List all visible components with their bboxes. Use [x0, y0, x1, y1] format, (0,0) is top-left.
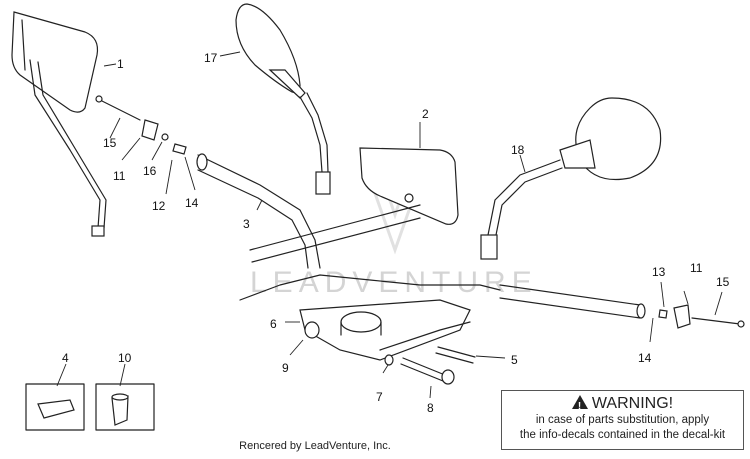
callout-14-left: 14: [185, 196, 199, 210]
part-10-kit: [95, 383, 155, 431]
callout-16: 16: [143, 164, 157, 178]
warning-line-2: the info-decals contained in the decal-k…: [519, 429, 726, 441]
warning-triangle-icon: !: [571, 395, 588, 412]
callout-12: 12: [152, 199, 166, 213]
warning-box: !WARNING! in case of parts substitution,…: [501, 390, 744, 450]
mirror-2: [359, 147, 459, 225]
callout-17: 17: [204, 51, 218, 65]
callout-10: 10: [118, 351, 132, 365]
callout-4: 4: [62, 351, 69, 365]
callout-8: 8: [427, 401, 434, 415]
warning-title-row: !WARNING!: [502, 394, 743, 413]
handlebar: [196, 153, 646, 319]
callout-9: 9: [282, 361, 289, 375]
handlebar-clamp: [299, 299, 471, 361]
warning-title: WARNING!: [591, 395, 674, 412]
hardware-right: [658, 304, 745, 329]
warning-line-1: in case of parts substitution, apply: [535, 414, 710, 426]
mirror-left: [11, 11, 107, 237]
credit-line: Rencered by LeadVenture, Inc.: [0, 440, 750, 452]
mirror-18: [480, 97, 662, 260]
callout-7: 7: [376, 390, 383, 404]
callout-2: 2: [422, 107, 429, 121]
part-4-kit: [25, 383, 85, 431]
callout-11-right: 11: [690, 261, 703, 275]
leader-lines: [56, 51, 723, 399]
callout-18: 18: [511, 143, 525, 157]
hardware-left: [95, 95, 187, 155]
callout-labels: 1 2 3 4 5 6 7 8 9 10 11 11 12 13 14 14 1…: [62, 51, 730, 415]
callout-13: 13: [652, 265, 666, 279]
credit-text: Rencered by LeadVenture, Inc.: [239, 440, 391, 452]
callout-5: 5: [511, 353, 518, 367]
callout-11-left: 11: [113, 169, 126, 183]
callout-15-right: 15: [716, 275, 730, 289]
callout-3: 3: [243, 217, 250, 231]
callout-14-right: 14: [638, 351, 652, 365]
callout-1: 1: [117, 57, 124, 71]
callout-6: 6: [270, 317, 277, 331]
callout-15-left: 15: [103, 136, 117, 150]
mirror-17: [235, 3, 331, 195]
hardware-bottom: [304, 321, 476, 385]
